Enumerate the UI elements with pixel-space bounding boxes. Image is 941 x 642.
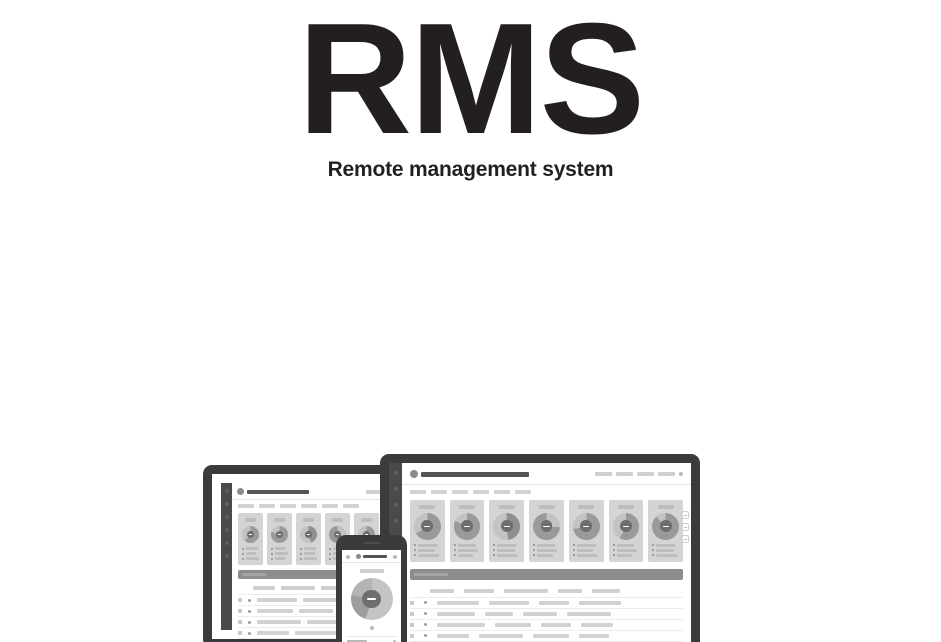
phone-mockup bbox=[336, 535, 407, 642]
tablet-sidebar-rail bbox=[221, 483, 232, 630]
phone-speaker bbox=[362, 542, 381, 544]
donut-chart bbox=[414, 513, 441, 540]
header-link[interactable] bbox=[658, 472, 675, 476]
laptop-nav bbox=[402, 485, 691, 500]
donut-chart bbox=[300, 526, 317, 543]
donut-chart bbox=[242, 526, 259, 543]
phone-screen bbox=[342, 550, 401, 642]
status-card[interactable] bbox=[449, 500, 485, 562]
laptop-search-bar[interactable] bbox=[410, 568, 683, 580]
teltonika-logo-icon bbox=[237, 488, 244, 495]
status-card[interactable] bbox=[267, 513, 292, 565]
donut-chart bbox=[453, 513, 481, 540]
page-subtitle: Remote management system bbox=[327, 158, 614, 181]
nav-item[interactable] bbox=[515, 490, 531, 494]
device-mockup-group bbox=[0, 222, 941, 642]
nav-item[interactable] bbox=[452, 490, 468, 494]
donut-chart bbox=[612, 513, 640, 540]
donut-chart bbox=[652, 513, 680, 540]
nav-item[interactable] bbox=[301, 504, 317, 508]
header-link[interactable] bbox=[595, 472, 612, 476]
laptop-header-links bbox=[595, 472, 683, 476]
donut-chart bbox=[572, 513, 600, 540]
table-row[interactable] bbox=[238, 605, 379, 616]
menu-icon[interactable] bbox=[346, 554, 350, 559]
nav-item[interactable] bbox=[410, 490, 426, 494]
laptop-mockup bbox=[380, 454, 725, 642]
user-avatar-icon[interactable] bbox=[393, 554, 397, 559]
status-card[interactable] bbox=[410, 500, 445, 562]
teltonika-logo-icon bbox=[410, 470, 418, 478]
table-row[interactable] bbox=[410, 618, 683, 630]
nav-item[interactable] bbox=[343, 504, 359, 508]
nav-item[interactable] bbox=[238, 504, 254, 508]
side-action-button[interactable] bbox=[681, 535, 689, 543]
status-card[interactable] bbox=[608, 500, 644, 562]
features-strip: ACCESSIBILITY AND SECURITY STATISTICS bbox=[0, 498, 941, 642]
list-item[interactable] bbox=[347, 636, 396, 642]
phone-chart-toggle[interactable] bbox=[369, 626, 374, 630]
table-row[interactable] bbox=[238, 638, 379, 639]
header-link[interactable] bbox=[637, 472, 654, 476]
tablet-table bbox=[232, 584, 385, 639]
phone-donut-chart bbox=[350, 578, 393, 620]
header-link[interactable] bbox=[616, 472, 633, 476]
donut-chart bbox=[493, 513, 521, 540]
status-card[interactable] bbox=[238, 513, 263, 565]
laptop-app-page bbox=[402, 463, 691, 642]
hero-title-block: RMS Remote management system bbox=[0, 0, 941, 182]
tablet-search-bar[interactable] bbox=[238, 570, 379, 579]
nav-item[interactable] bbox=[494, 490, 510, 494]
status-card[interactable] bbox=[489, 500, 525, 562]
tablet-app-title bbox=[247, 489, 309, 494]
laptop-card-row bbox=[402, 500, 691, 562]
nav-item[interactable] bbox=[473, 490, 489, 494]
nav-item[interactable] bbox=[259, 504, 275, 508]
tablet-header-links bbox=[366, 489, 380, 494]
donut-chart bbox=[271, 526, 288, 543]
nav-item[interactable] bbox=[280, 504, 296, 508]
laptop-lid bbox=[380, 454, 700, 642]
laptop-side-buttons bbox=[681, 511, 689, 547]
table-row[interactable] bbox=[238, 616, 379, 627]
header-link[interactable] bbox=[366, 489, 380, 494]
laptop-screen bbox=[389, 463, 691, 642]
nav-item[interactable] bbox=[322, 504, 338, 508]
status-card[interactable] bbox=[568, 500, 604, 562]
teltonika-logo-icon bbox=[356, 554, 361, 559]
donut-chart bbox=[533, 513, 560, 540]
side-action-button[interactable] bbox=[681, 523, 689, 531]
user-avatar-icon[interactable] bbox=[679, 472, 683, 476]
nav-item[interactable] bbox=[431, 490, 447, 494]
table-row[interactable] bbox=[410, 629, 683, 641]
table-row[interactable] bbox=[410, 596, 683, 608]
laptop-table bbox=[402, 587, 691, 642]
laptop-app-title bbox=[421, 471, 529, 477]
table-header-row bbox=[410, 587, 683, 597]
table-row[interactable] bbox=[238, 627, 379, 638]
status-card[interactable] bbox=[529, 500, 564, 562]
table-row[interactable] bbox=[410, 640, 683, 642]
laptop-app-header bbox=[402, 463, 691, 485]
phone-app-title bbox=[363, 555, 387, 558]
status-card[interactable] bbox=[648, 500, 684, 562]
page-title: RMS bbox=[297, 0, 645, 167]
phone-list bbox=[342, 636, 401, 642]
phone-chart-caption bbox=[359, 569, 384, 573]
side-action-button[interactable] bbox=[681, 511, 689, 519]
tablet-nav bbox=[232, 500, 385, 513]
phone-app-header bbox=[342, 550, 401, 563]
table-row[interactable] bbox=[410, 607, 683, 619]
table-row[interactable] bbox=[238, 594, 379, 605]
tablet-app-header bbox=[232, 483, 385, 500]
status-card[interactable] bbox=[296, 513, 321, 565]
